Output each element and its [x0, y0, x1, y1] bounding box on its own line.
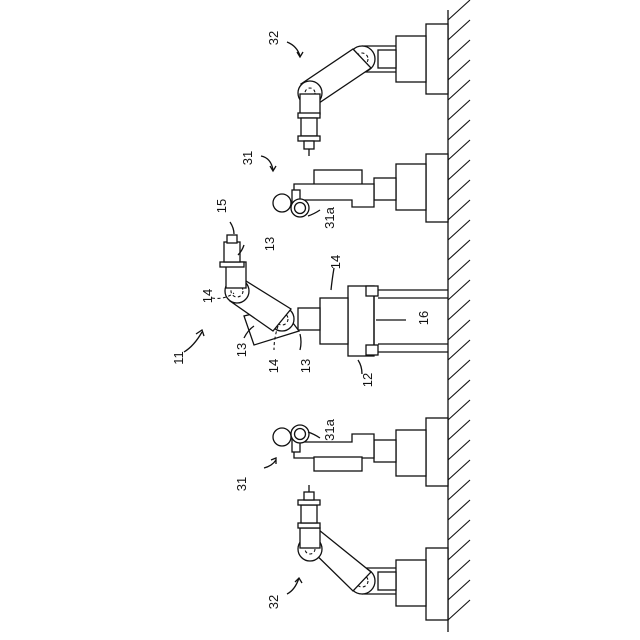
leader-lower-31a [308, 432, 320, 438]
hatch-line [448, 120, 470, 140]
label-arm-13-lower: 13 [298, 359, 313, 373]
hatch-line [448, 100, 470, 120]
label-lower-gripper-31a: 31a [322, 418, 337, 440]
hatch-line [448, 480, 470, 500]
hatch-line [448, 240, 470, 260]
central-robot-11 [220, 235, 448, 356]
label-upper-gripper-31a: 31a [322, 206, 337, 228]
label-rail-16: 16 [416, 311, 431, 325]
hatch-line [448, 400, 470, 420]
leader-tool-15 [230, 222, 234, 234]
label-arm-13-left: 13 [234, 343, 249, 357]
leader-base-12 [358, 360, 362, 374]
hatch-line [448, 360, 470, 380]
hatch-line [448, 280, 470, 300]
hatch-line [448, 260, 470, 280]
hatch-line [448, 160, 470, 180]
label-lower-robot-32: 32 [266, 595, 281, 609]
leader-joint-14-base [331, 268, 334, 290]
label-arm-13-top: 13 [262, 237, 277, 251]
upper-robot-32 [298, 24, 448, 156]
label-robot-11: 11 [171, 351, 186, 365]
hatch-line [448, 420, 470, 440]
hatch-line [448, 440, 470, 460]
hatch-line [448, 60, 470, 80]
lower-robot-31 [273, 418, 448, 486]
hatch-line [448, 580, 470, 600]
hatch-line [448, 200, 470, 220]
hatch-line [448, 0, 470, 20]
hatch-line [448, 140, 470, 160]
label-lower-robot-31: 31 [234, 477, 249, 491]
hatch-line [448, 20, 470, 40]
label-tool-15: 15 [214, 199, 229, 213]
hatch-line [448, 300, 470, 320]
hatch-line [448, 40, 470, 60]
upper-robot-31 [273, 154, 448, 222]
label-joint-14-top: 14 [200, 289, 215, 303]
hatch-line [448, 520, 470, 540]
hatch-line [448, 500, 470, 520]
label-base-12: 12 [360, 373, 375, 387]
hatch-line [448, 80, 470, 100]
hatch-line [448, 600, 470, 620]
hatch-line [448, 560, 470, 580]
hatch-line [448, 220, 470, 240]
hatch-line [448, 540, 470, 560]
leader-robot-11 [184, 332, 202, 352]
wall-ground [448, 0, 470, 632]
hatch-line [448, 320, 470, 340]
hatch-line [448, 340, 470, 360]
lower-robot-32 [298, 485, 448, 620]
leader-lower-31 [264, 460, 276, 468]
hatch-line [448, 380, 470, 400]
label-joint-14-lower: 14 [266, 359, 281, 373]
label-joint-14-base: 14 [328, 255, 343, 269]
leader-arm-13-lower [300, 334, 301, 350]
hatch-line [448, 460, 470, 480]
leader-upper-31a [308, 210, 320, 216]
label-upper-robot-32: 32 [266, 31, 281, 45]
hatch-line [448, 180, 470, 200]
wall-hatching [448, 0, 470, 620]
label-upper-robot-31: 31 [240, 151, 255, 165]
